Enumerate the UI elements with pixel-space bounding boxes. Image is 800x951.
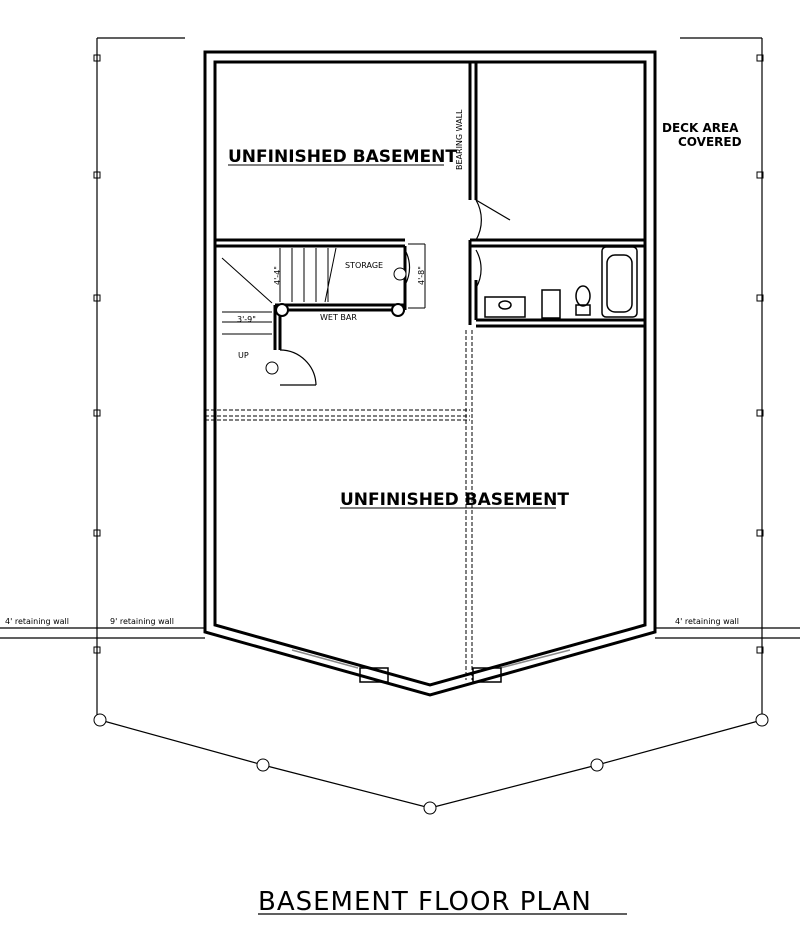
interior-walls (215, 62, 645, 350)
plan-title: BASEMENT FLOOR PLAN (258, 887, 592, 917)
wet-bar-label: WET BAR (320, 313, 357, 322)
bearing-wall-label: BEARING WALL (455, 109, 464, 170)
retaining-walls (0, 627, 800, 639)
bathroom-fixtures (484, 246, 638, 319)
beams (205, 330, 473, 680)
retaining-wall-right: 4' retaining wall (675, 617, 739, 626)
stair-up-label: UP (238, 351, 249, 360)
deck-label-line2: COVERED (678, 135, 742, 149)
landing-dimension: 3'-9" (237, 315, 256, 324)
room-label-lower: UNFINISHED BASEMENT (340, 490, 569, 510)
storage-label: STORAGE (345, 261, 383, 270)
retaining-wall-left-inner: 9' retaining wall (110, 617, 174, 626)
storage-depth-dimension: 4'-8" (417, 266, 426, 285)
retaining-wall-left-outer: 4' retaining wall (5, 617, 69, 626)
stairs (221, 243, 426, 375)
room-label-upper: UNFINISHED BASEMENT (228, 147, 457, 167)
deck-label-line1: DECK AREA (662, 121, 739, 135)
stair-width-dimension: 4'-4" (273, 266, 282, 285)
exterior-walls (203, 50, 657, 697)
doors (279, 199, 511, 386)
deck-posts (93, 54, 769, 815)
bay-windows (291, 649, 571, 683)
